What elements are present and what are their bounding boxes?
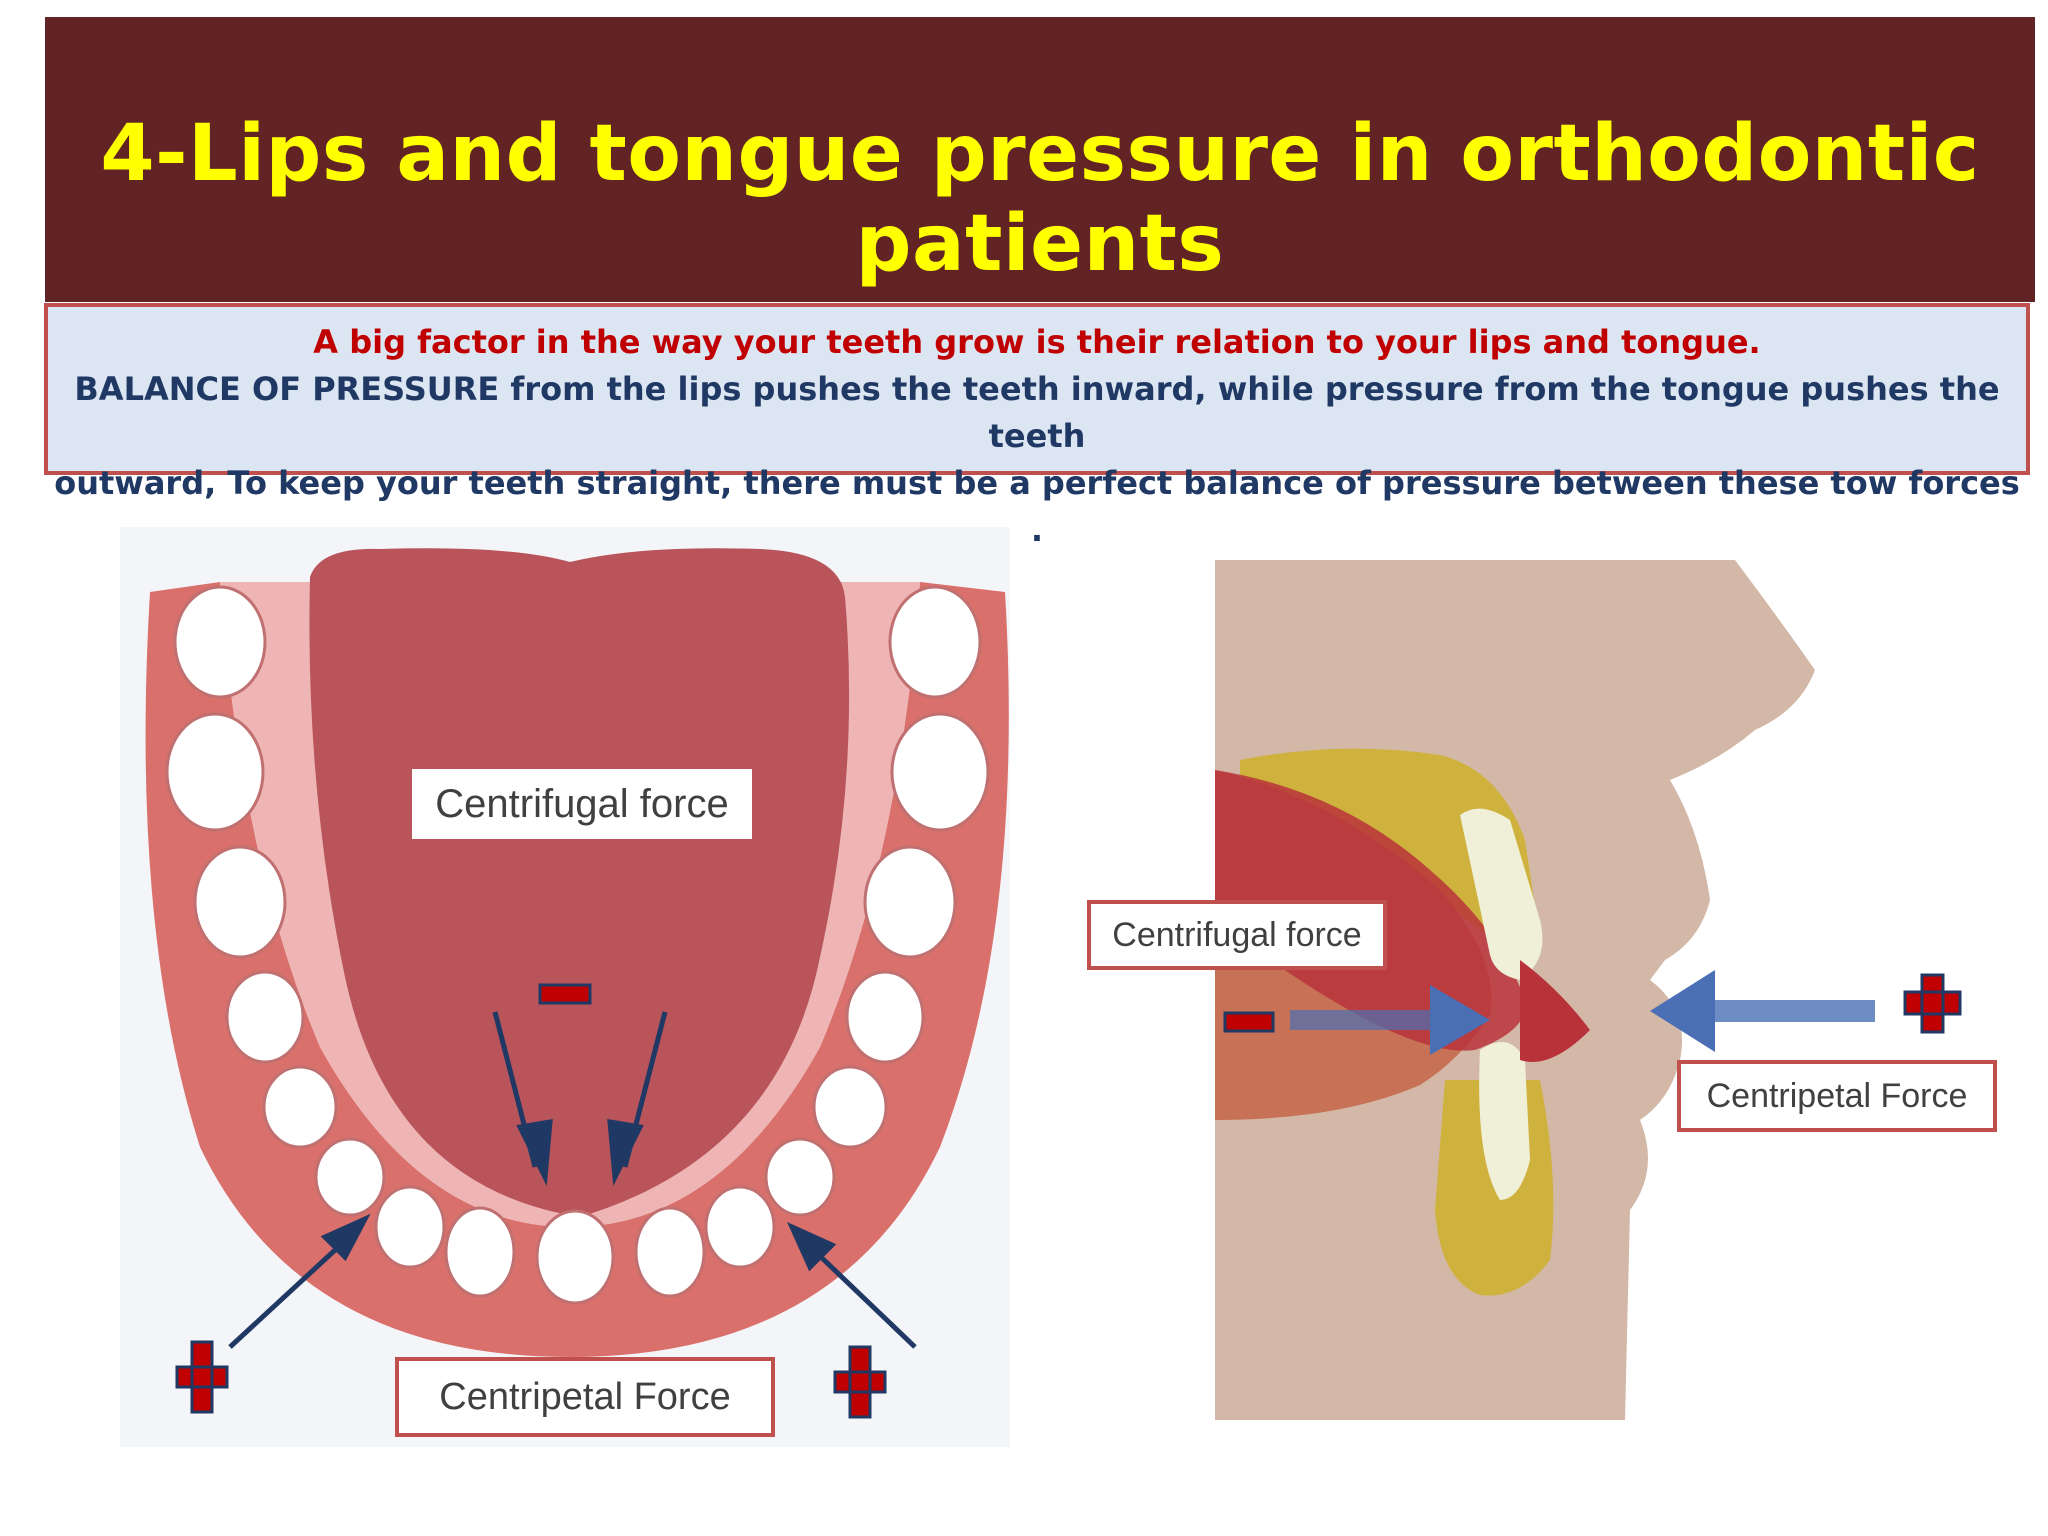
tongue	[309, 548, 850, 1217]
lip-arrow-head	[1650, 970, 1715, 1052]
centripetal-label-right: Centripetal Force	[1677, 1060, 1997, 1132]
upper-incisor	[1460, 808, 1543, 980]
plus-sign-right	[1903, 973, 1962, 1034]
info-line-3: outward, To keep your teeth straight, th…	[54, 464, 2020, 549]
arrow-head-1	[516, 1119, 553, 1186]
jaw-occlusal-diagram: Centrifugal force Centripetal Force	[120, 527, 1020, 1447]
slide-title: 4-Lips and tongue pressure in orthodonti…	[100, 109, 1980, 289]
info-box: A big factor in the way your teeth grow …	[44, 303, 2030, 549]
lip-arrow-shaft	[1705, 1000, 1875, 1022]
tongue-arrow-head	[1430, 985, 1490, 1055]
minus-sign-right	[1223, 1011, 1275, 1033]
centrifugal-label-right: Centrifugal force	[1087, 900, 1387, 970]
title-bar: 4-Lips and tongue pressure in orthodonti…	[45, 17, 2035, 302]
minus-sign	[538, 983, 592, 1005]
lip-gap	[1520, 960, 1590, 1062]
profile-illustration	[1215, 560, 1962, 1420]
info-line-1: A big factor in the way your teeth grow …	[313, 323, 1761, 361]
centripetal-label-left: Centripetal Force	[395, 1357, 775, 1437]
plus-signs	[175, 1340, 887, 1419]
centrifugal-label-left: Centrifugal force	[412, 769, 752, 839]
tongue-arrow-shaft	[1290, 1010, 1440, 1030]
arrow-head-2	[607, 1119, 644, 1186]
teeth-left	[165, 585, 516, 1298]
info-line-2: BALANCE OF PRESSURE from the lips pushes…	[74, 370, 2000, 455]
profile-sagittal-diagram: Centrifugal force Centripetal Force	[1080, 560, 2010, 1440]
tongue-arrows	[492, 1011, 668, 1186]
lip-arrow-head-1	[320, 1213, 371, 1262]
lip-arrow-head-2	[787, 1222, 837, 1272]
lip-arrows	[228, 1213, 917, 1349]
jaw-illustration	[120, 527, 1010, 1447]
lower-incisor	[1479, 1042, 1530, 1200]
teeth-right	[535, 585, 990, 1305]
